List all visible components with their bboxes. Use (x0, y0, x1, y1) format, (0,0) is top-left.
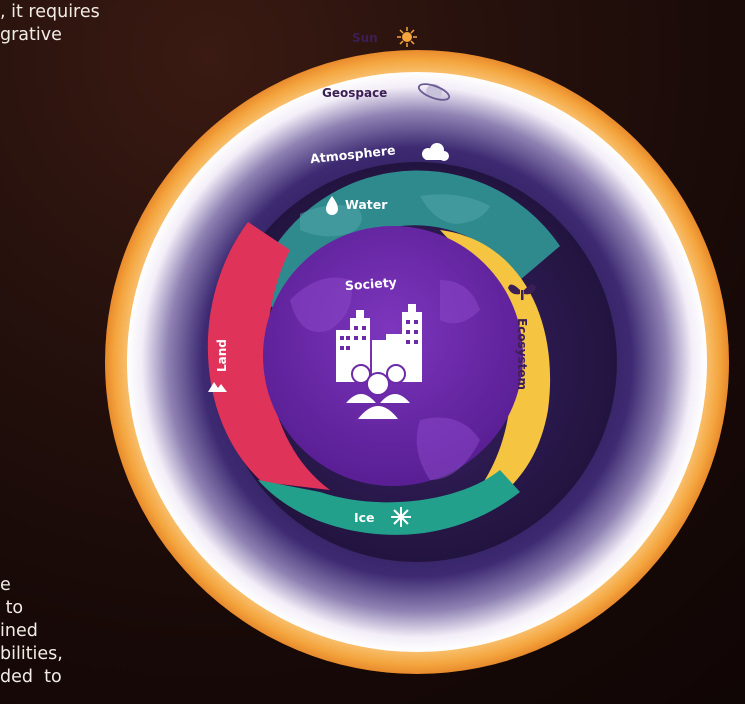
label-sun: Sun (352, 27, 417, 47)
body-text-bottom-fragment: e to ined bilities, ded to (0, 575, 63, 687)
label-geospace: Geospace (322, 83, 451, 101)
water-label: Water (345, 197, 388, 212)
ice-band (258, 470, 520, 535)
society-label: Society (344, 274, 397, 293)
ice-label: Ice (354, 510, 375, 525)
land-label: Land (215, 339, 229, 372)
continent-shape (440, 280, 480, 324)
continent-shape (420, 194, 490, 224)
geospace-label: Geospace (322, 86, 387, 100)
label-water: Water (326, 196, 388, 215)
label-ecosystem: Ecosystem (508, 284, 536, 390)
body-text-top-fragment: , it requires grative (0, 2, 100, 45)
continent-shape (300, 205, 362, 237)
cloud-icon (422, 143, 449, 161)
society-city-people-icon (336, 304, 422, 421)
continent-shape (290, 277, 352, 332)
sprout-icon (508, 284, 536, 300)
snowflake-icon (391, 507, 411, 527)
water-drop-icon (326, 196, 338, 215)
sun-label: Sun (352, 31, 378, 45)
land-band (207, 222, 330, 490)
continent-shape (416, 417, 480, 480)
label-ice: Ice (354, 507, 411, 527)
planet-orbit-icon (417, 83, 451, 101)
label-society: Society (344, 274, 397, 293)
sun-icon (397, 27, 417, 47)
ecosystem-label: Ecosystem (515, 318, 529, 390)
label-land: Land (208, 339, 229, 392)
mountain-icon (208, 382, 227, 392)
